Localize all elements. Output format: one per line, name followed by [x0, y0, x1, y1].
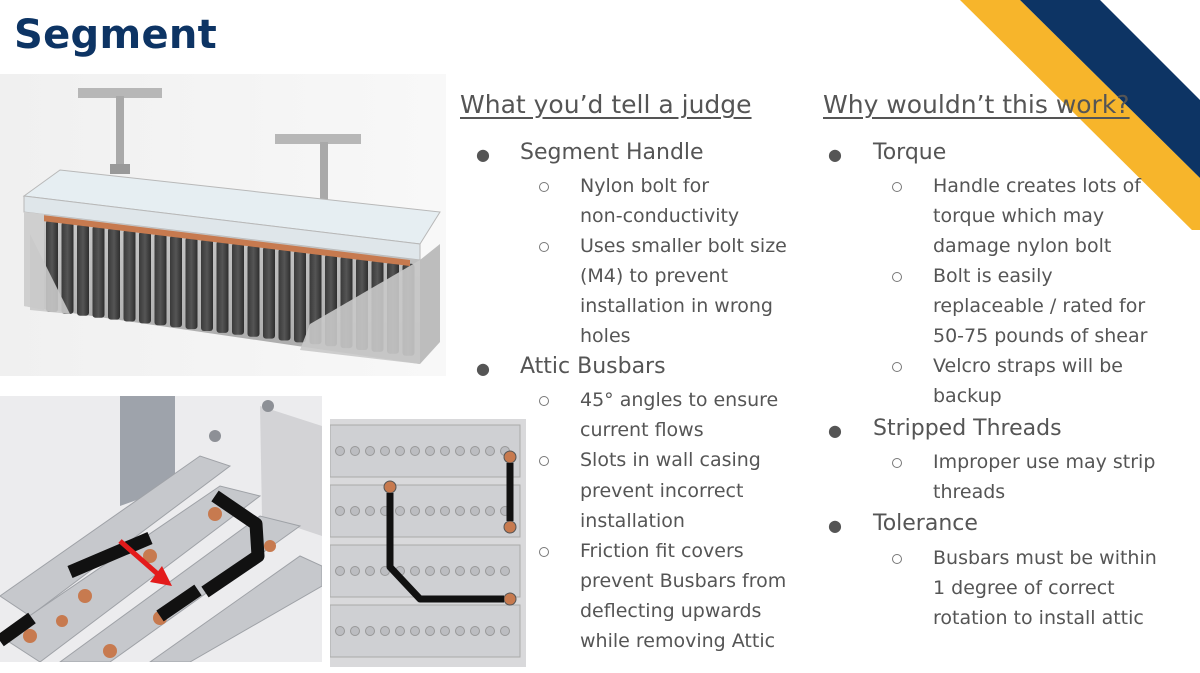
sub-line: Busbars must be within	[933, 547, 1157, 569]
sub-bullet	[892, 458, 902, 468]
item-torque: Torque	[873, 140, 947, 165]
bullet-dot: ●	[476, 359, 490, 378]
bullet-dot: ●	[476, 145, 490, 164]
sub-line: while removing Attic	[580, 630, 776, 652]
item-tolerance: Tolerance	[873, 511, 978, 536]
sub-line: Bolt is easily	[933, 265, 1053, 287]
sub-line: replaceable / rated for	[933, 295, 1146, 317]
sub-line: Velcro straps will be	[933, 355, 1123, 377]
sub-line: Slots in wall casing	[580, 449, 761, 471]
segment-render-image	[0, 74, 446, 376]
sub-line: Uses smaller bolt size	[580, 235, 787, 257]
sub-line: installation in wrong	[580, 295, 773, 317]
sub-bullet	[539, 242, 549, 252]
sub-line: damage nylon bolt	[933, 235, 1112, 257]
sub-line: threads	[933, 481, 1006, 503]
sub-line: torque which may	[933, 205, 1105, 227]
sub-bullet	[539, 182, 549, 192]
sub-bullet	[892, 182, 902, 192]
sub-line: installation	[580, 510, 685, 532]
busbar-3d-detail-image	[0, 396, 322, 662]
sub-bullet	[539, 547, 549, 557]
bullet-dot: ●	[828, 421, 842, 440]
sub-line: 1 degree of correct	[933, 577, 1115, 599]
judge-heading: What you’d tell a judge	[460, 90, 752, 119]
item-segment-handle: Segment Handle	[520, 140, 704, 165]
sub-line: (M4) to prevent	[580, 265, 729, 287]
corner-stripes	[960, 0, 1200, 230]
sub-line: prevent Busbars from	[580, 570, 787, 592]
bullet-dot: ●	[828, 145, 842, 164]
busbar-top-view-image	[330, 419, 526, 667]
sub-bullet	[892, 362, 902, 372]
slide-title: Segment	[14, 12, 218, 58]
sub-bullet	[892, 272, 902, 282]
sub-line: Nylon bolt for	[580, 175, 710, 197]
sub-bullet	[539, 456, 549, 466]
sub-bullet	[892, 554, 902, 564]
item-attic-busbars: Attic Busbars	[520, 354, 666, 379]
sub-line: prevent incorrect	[580, 480, 744, 502]
sub-bullet	[539, 396, 549, 406]
sub-line: 50-75 pounds of shear	[933, 325, 1148, 347]
sub-line: Improper use may strip	[933, 451, 1156, 473]
bullet-dot: ●	[828, 516, 842, 535]
sub-line: deflecting upwards	[580, 600, 762, 622]
sub-line: Friction fit covers	[580, 540, 744, 562]
sub-line: non-conductivity	[580, 205, 740, 227]
sub-line: Handle creates lots of	[933, 175, 1141, 197]
objections-heading: Why wouldn’t this work?	[823, 90, 1130, 119]
sub-line: rotation to install attic	[933, 607, 1144, 629]
sub-line: current flows	[580, 419, 704, 441]
sub-line: holes	[580, 325, 631, 347]
item-stripped-threads: Stripped Threads	[873, 416, 1062, 441]
sub-line: 45° angles to ensure	[580, 389, 779, 411]
sub-line: backup	[933, 385, 1002, 407]
